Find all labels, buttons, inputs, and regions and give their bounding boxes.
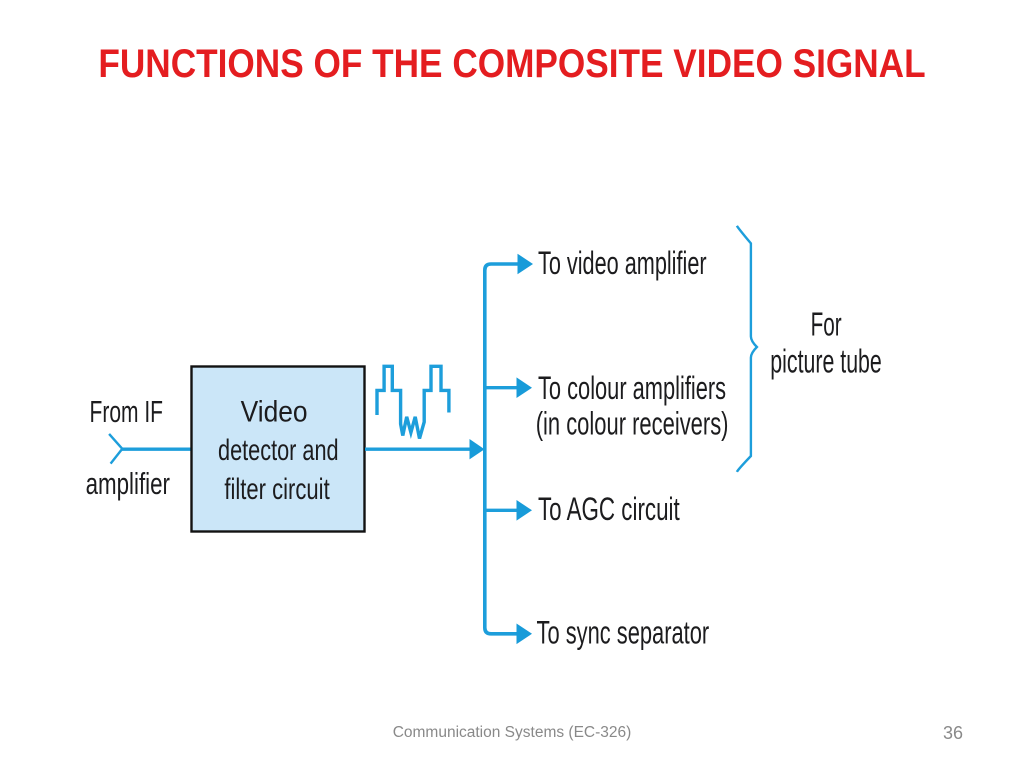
- svg-text:amplifier: amplifier: [86, 466, 170, 501]
- svg-text:picture tube: picture tube: [770, 342, 882, 379]
- svg-text:To sync separator: To sync separator: [537, 615, 710, 651]
- svg-text:detector and: detector and: [218, 434, 339, 467]
- svg-text:filter circuit: filter circuit: [224, 473, 330, 506]
- svg-text:Video: Video: [241, 396, 308, 429]
- svg-text:To colour amplifiers: To colour amplifiers: [538, 370, 726, 406]
- svg-text:For: For: [811, 305, 842, 342]
- svg-text:(in colour receivers): (in colour receivers): [536, 405, 729, 441]
- svg-text:To video amplifier: To video amplifier: [538, 245, 707, 281]
- svg-text:From IF: From IF: [90, 394, 164, 429]
- svg-text:To AGC circuit: To AGC circuit: [538, 491, 680, 527]
